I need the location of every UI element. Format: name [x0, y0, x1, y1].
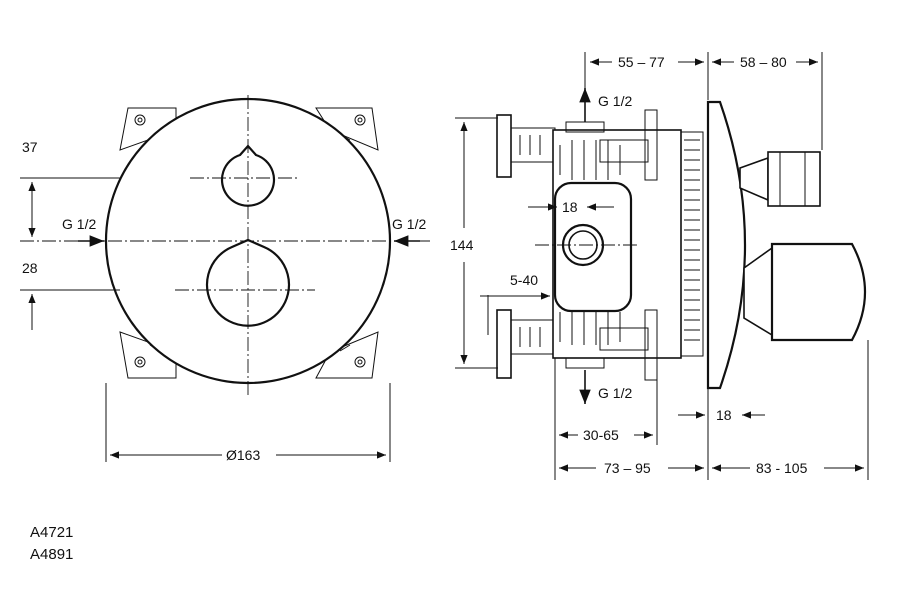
dim-73-95: 73 – 95 — [604, 460, 651, 476]
cover-plate-side — [706, 100, 747, 390]
dim-5-40: 5-40 — [510, 272, 538, 288]
lower-knob — [205, 238, 291, 327]
dim-g-right: G 1/2 — [392, 216, 426, 232]
dim-28: 28 — [22, 260, 38, 276]
upper-handle-side — [767, 151, 821, 207]
dim-37: 37 — [22, 139, 38, 155]
dim-g-bottom: G 1/2 — [598, 385, 632, 401]
dim-83-105: 83 - 105 — [756, 460, 808, 476]
dim-18-bottom: 18 — [716, 407, 732, 423]
front-view: 37 28 G 1/2 G 1/2 Ø163 — [20, 95, 430, 463]
side-view: G 1/2 G 1/2 144 18 5-40 55 – 77 58 – 80 … — [450, 52, 869, 480]
dim-55-77: 55 – 77 — [618, 54, 665, 70]
dim-diameter: Ø163 — [226, 447, 260, 463]
dim-g-top: G 1/2 — [598, 93, 632, 109]
dim-18-top: 18 — [562, 199, 578, 215]
dim-30-65: 30-65 — [583, 427, 619, 443]
dim-58-80: 58 – 80 — [740, 54, 787, 70]
dim-144: 144 — [450, 237, 474, 253]
dim-g-left: G 1/2 — [62, 216, 96, 232]
lower-knob-side — [770, 242, 866, 342]
product-code-1: A4721 — [30, 524, 73, 541]
upper-handle — [220, 144, 276, 207]
product-code-2: A4891 — [30, 546, 73, 563]
